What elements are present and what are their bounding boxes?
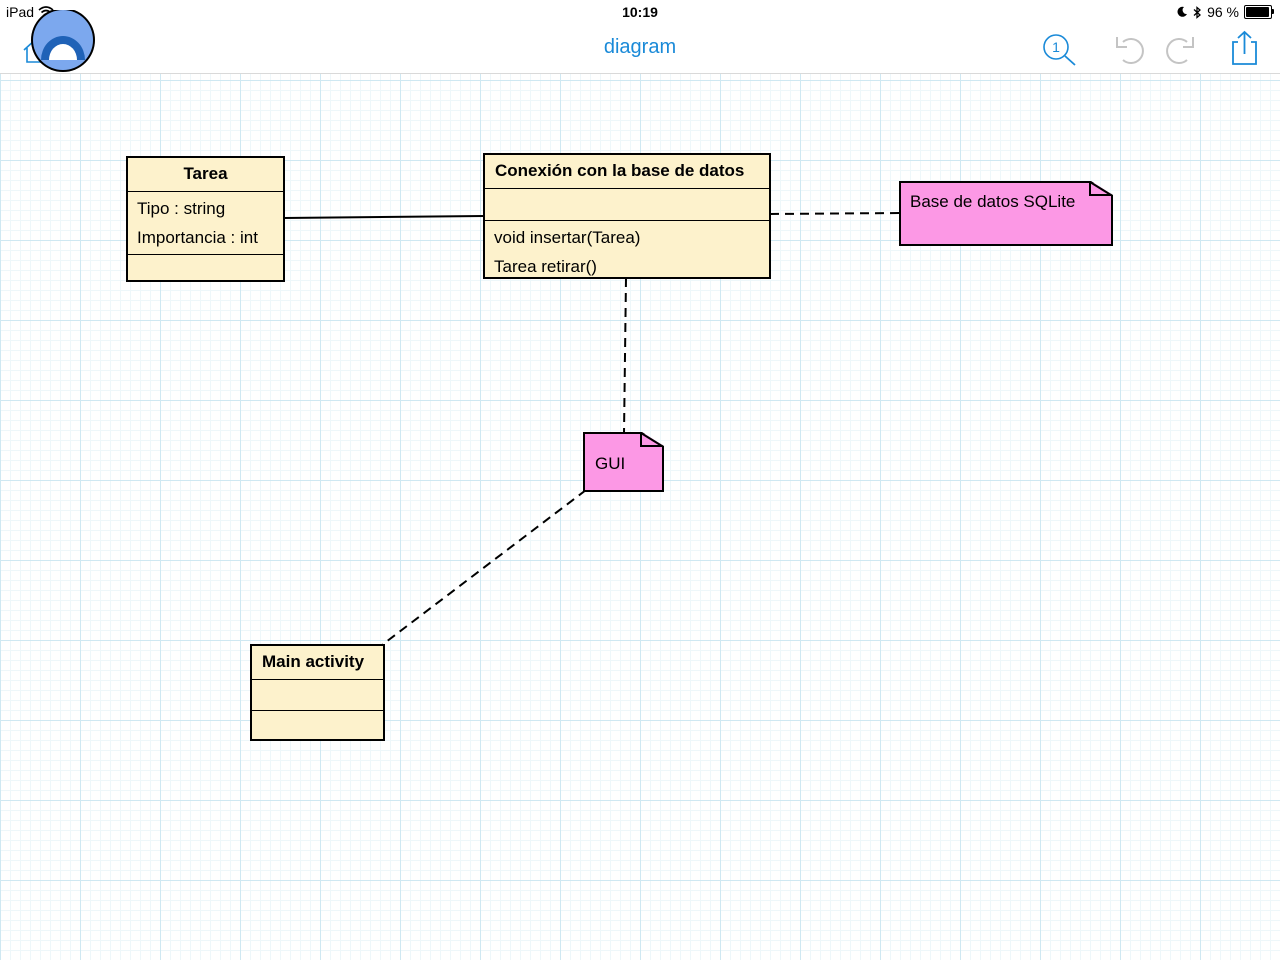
bluetooth-icon (1193, 5, 1202, 19)
note-sqlite[interactable]: Base de datos SQLite (899, 181, 1113, 246)
zoom-button[interactable]: 1 (1041, 32, 1079, 73)
method-row: Tarea retirar() (494, 257, 597, 276)
logo-icon (31, 8, 95, 72)
app-logo (29, 8, 97, 77)
class-name: Main activity (252, 646, 383, 680)
battery-fill (1246, 7, 1270, 17)
undo-button[interactable] (1113, 33, 1149, 72)
redo-button[interactable] (1161, 33, 1197, 72)
attributes-section (485, 189, 769, 221)
status-right: 96 % (1176, 4, 1274, 20)
zoom-label: 1 (1052, 39, 1060, 55)
nav-bar: diagram 1 (0, 8, 1280, 74)
attributes-section (252, 680, 383, 711)
redo-icon (1166, 37, 1194, 64)
device-name: iPad (6, 4, 35, 20)
methods-section: void insertar(Tarea) Tarea retirar() (485, 221, 769, 283)
methods-section (252, 711, 383, 739)
attribute-row: Tipo : string (137, 199, 226, 218)
class-conexion[interactable]: Conexión con la base de datos void inser… (483, 153, 771, 279)
battery-icon (1244, 5, 1274, 19)
class-name: Conexión con la base de datos (485, 155, 769, 189)
attribute-row: Importancia : int (137, 228, 258, 247)
class-tarea[interactable]: Tarea Tipo : string Importancia : int (126, 156, 285, 282)
methods-section (128, 255, 283, 283)
attributes-section: Tipo : string Importancia : int (128, 192, 283, 255)
zoom-magnifier-icon: 1 (1043, 34, 1076, 66)
moon-icon (1177, 6, 1188, 17)
share-button[interactable] (1229, 30, 1261, 73)
class-name: Tarea (128, 158, 283, 192)
note-text: GUI (595, 454, 626, 473)
class-main-activity[interactable]: Main activity (250, 644, 385, 741)
document-title[interactable]: diagram (603, 36, 677, 58)
status-time: 10:19 (622, 4, 658, 20)
note-sqlite-fold (1089, 181, 1112, 196)
undo-icon (1116, 37, 1144, 64)
battery-percent: 96 % (1207, 4, 1239, 20)
method-row: void insertar(Tarea) (494, 228, 641, 247)
note-gui-fold (640, 432, 663, 447)
note-text: Base de datos SQLite (910, 192, 1076, 211)
share-icon (1232, 30, 1257, 65)
status-bar: iPad 10:19 96 % (0, 0, 1280, 24)
note-gui[interactable]: GUI (583, 432, 664, 492)
